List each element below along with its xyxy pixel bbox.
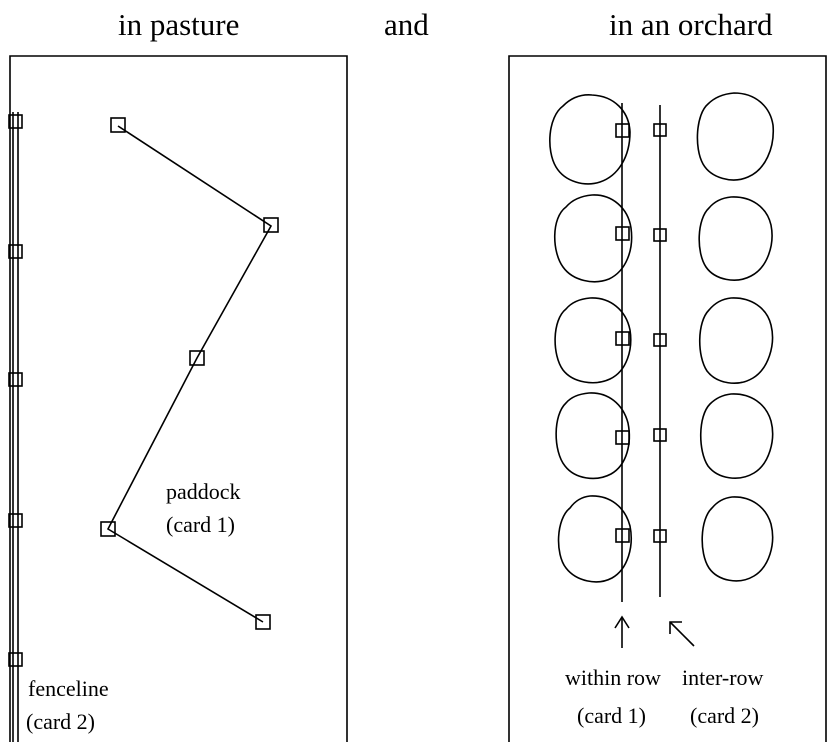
fenceline-sample-marker: [8, 513, 23, 528]
tree-canopy: [555, 392, 631, 480]
inter-row-sample-marker: [653, 333, 667, 347]
within-row-arrow-icon: [614, 615, 630, 648]
tree-canopy: [701, 496, 774, 582]
fenceline-label-line2: (card 2): [26, 709, 95, 734]
within-row-label-line2: (card 1): [577, 703, 646, 728]
within-row-sample-marker: [615, 331, 630, 346]
fenceline-sample-marker: [8, 244, 23, 259]
paddock-sample-marker: [255, 614, 271, 630]
inter-row-arrow-icon: [669, 621, 695, 647]
paddock-sample-marker: [100, 521, 116, 537]
inter-row-sample-marker: [653, 228, 667, 242]
paddock-label-line2: (card 1): [166, 512, 235, 537]
fenceline-sample-marker: [8, 652, 23, 667]
inter-row-sample-marker: [653, 123, 667, 137]
paddock-transect: [106, 125, 273, 623]
pasture-panel: [8, 55, 348, 742]
tree-canopy: [553, 194, 633, 283]
orchard-heading: in an orchard: [609, 7, 773, 42]
pasture-heading: in pasture: [118, 7, 240, 42]
paddock-label-line1: paddock: [166, 479, 241, 504]
tree-canopy: [698, 297, 774, 384]
fenceline-sample-marker: [8, 114, 23, 129]
within-row-sample-marker: [615, 226, 630, 241]
fenceline-sample-marker: [8, 372, 23, 387]
within-row-sample-marker: [615, 123, 630, 138]
paddock-sample-marker: [189, 350, 205, 366]
fenceline-label-line1: fenceline: [28, 676, 109, 701]
and-heading: and: [384, 7, 429, 42]
orchard-panel-frame: [508, 55, 827, 742]
tree-canopy: [557, 495, 632, 583]
pasture-panel-frame: [9, 55, 348, 742]
within-row-sample-marker: [615, 528, 630, 543]
inter-row-sample-marker: [653, 529, 667, 543]
inter-row-label-line2: (card 2): [690, 703, 759, 728]
inter-row-label-line1: inter-row: [682, 665, 764, 690]
tree-canopy: [549, 94, 631, 185]
tree-canopy: [698, 196, 773, 281]
tree-canopy: [554, 297, 632, 384]
orchard-panel: [508, 55, 827, 742]
within-row-sample-marker: [615, 430, 630, 445]
within-row-label-line1: within row: [565, 665, 661, 690]
tree-canopy: [699, 393, 774, 479]
paddock-sample-marker: [110, 117, 126, 133]
paddock-sample-marker: [263, 217, 279, 233]
tree-canopy: [696, 92, 775, 181]
inter-row-sample-marker: [653, 428, 667, 442]
